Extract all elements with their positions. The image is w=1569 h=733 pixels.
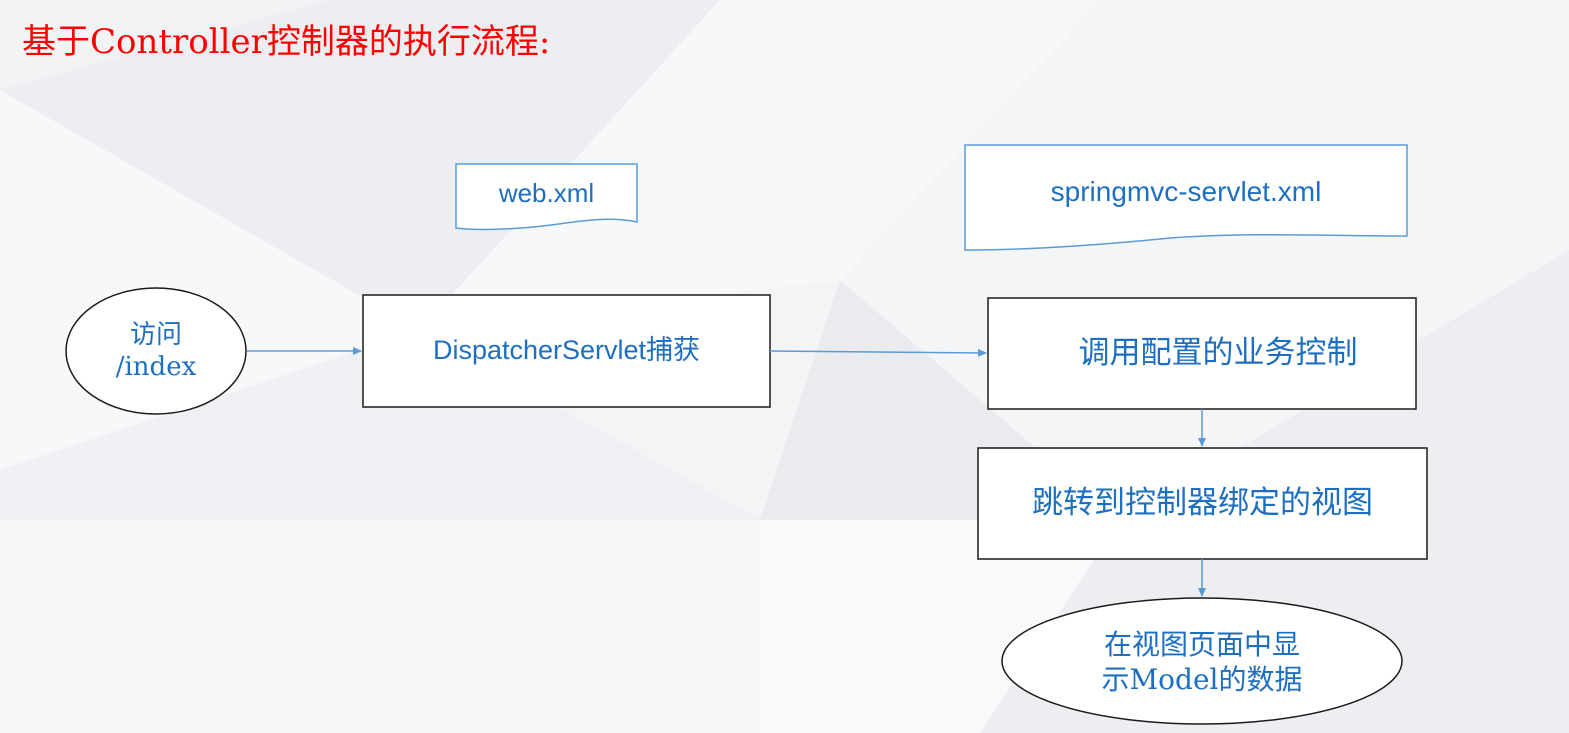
start-node-line2: /index xyxy=(115,352,197,382)
call-controller-node-text: 调用配置的业务控制 xyxy=(1078,335,1358,372)
springmvc-xml-text: springmvc-servlet.xml xyxy=(1050,175,1322,207)
dispatcher-node: DispatcherServlet捕获 xyxy=(363,295,770,407)
web-xml-label: web.xml xyxy=(456,164,637,222)
arrow-dispatcher-to-controller xyxy=(769,348,987,357)
springmvc-xml-document-shape xyxy=(964,144,1408,251)
springmvc-xml-label: springmvc-servlet.xml xyxy=(965,145,1407,237)
web-xml-text: web.xml xyxy=(498,177,595,208)
start-ellipse xyxy=(65,287,247,415)
end-node: 在视图页面中显 示Model的数据 xyxy=(1002,610,1402,714)
call-controller-node: 调用配置的业务控制 xyxy=(1004,298,1432,409)
forward-view-node-text: 跳转到控制器绑定的视图 xyxy=(1032,485,1373,522)
web-xml-document-shape xyxy=(455,163,638,231)
call-controller-process-box xyxy=(987,297,1417,410)
end-node-line1: 在视图页面中显 xyxy=(1103,628,1300,661)
start-node: 访问 /index xyxy=(66,288,246,414)
forward-view-node: 跳转到控制器绑定的视图 xyxy=(978,448,1427,559)
page-title: 基于Controller控制器的执行流程: xyxy=(22,22,551,62)
end-ellipse xyxy=(1001,597,1403,725)
dispatcher-node-text: DispatcherServlet捕获 xyxy=(432,335,701,366)
start-node-line1: 访问 xyxy=(129,319,182,350)
dispatcher-process-box xyxy=(362,294,771,408)
forward-view-process-box xyxy=(977,447,1428,560)
end-node-line2: 示Model的数据 xyxy=(1101,663,1303,696)
